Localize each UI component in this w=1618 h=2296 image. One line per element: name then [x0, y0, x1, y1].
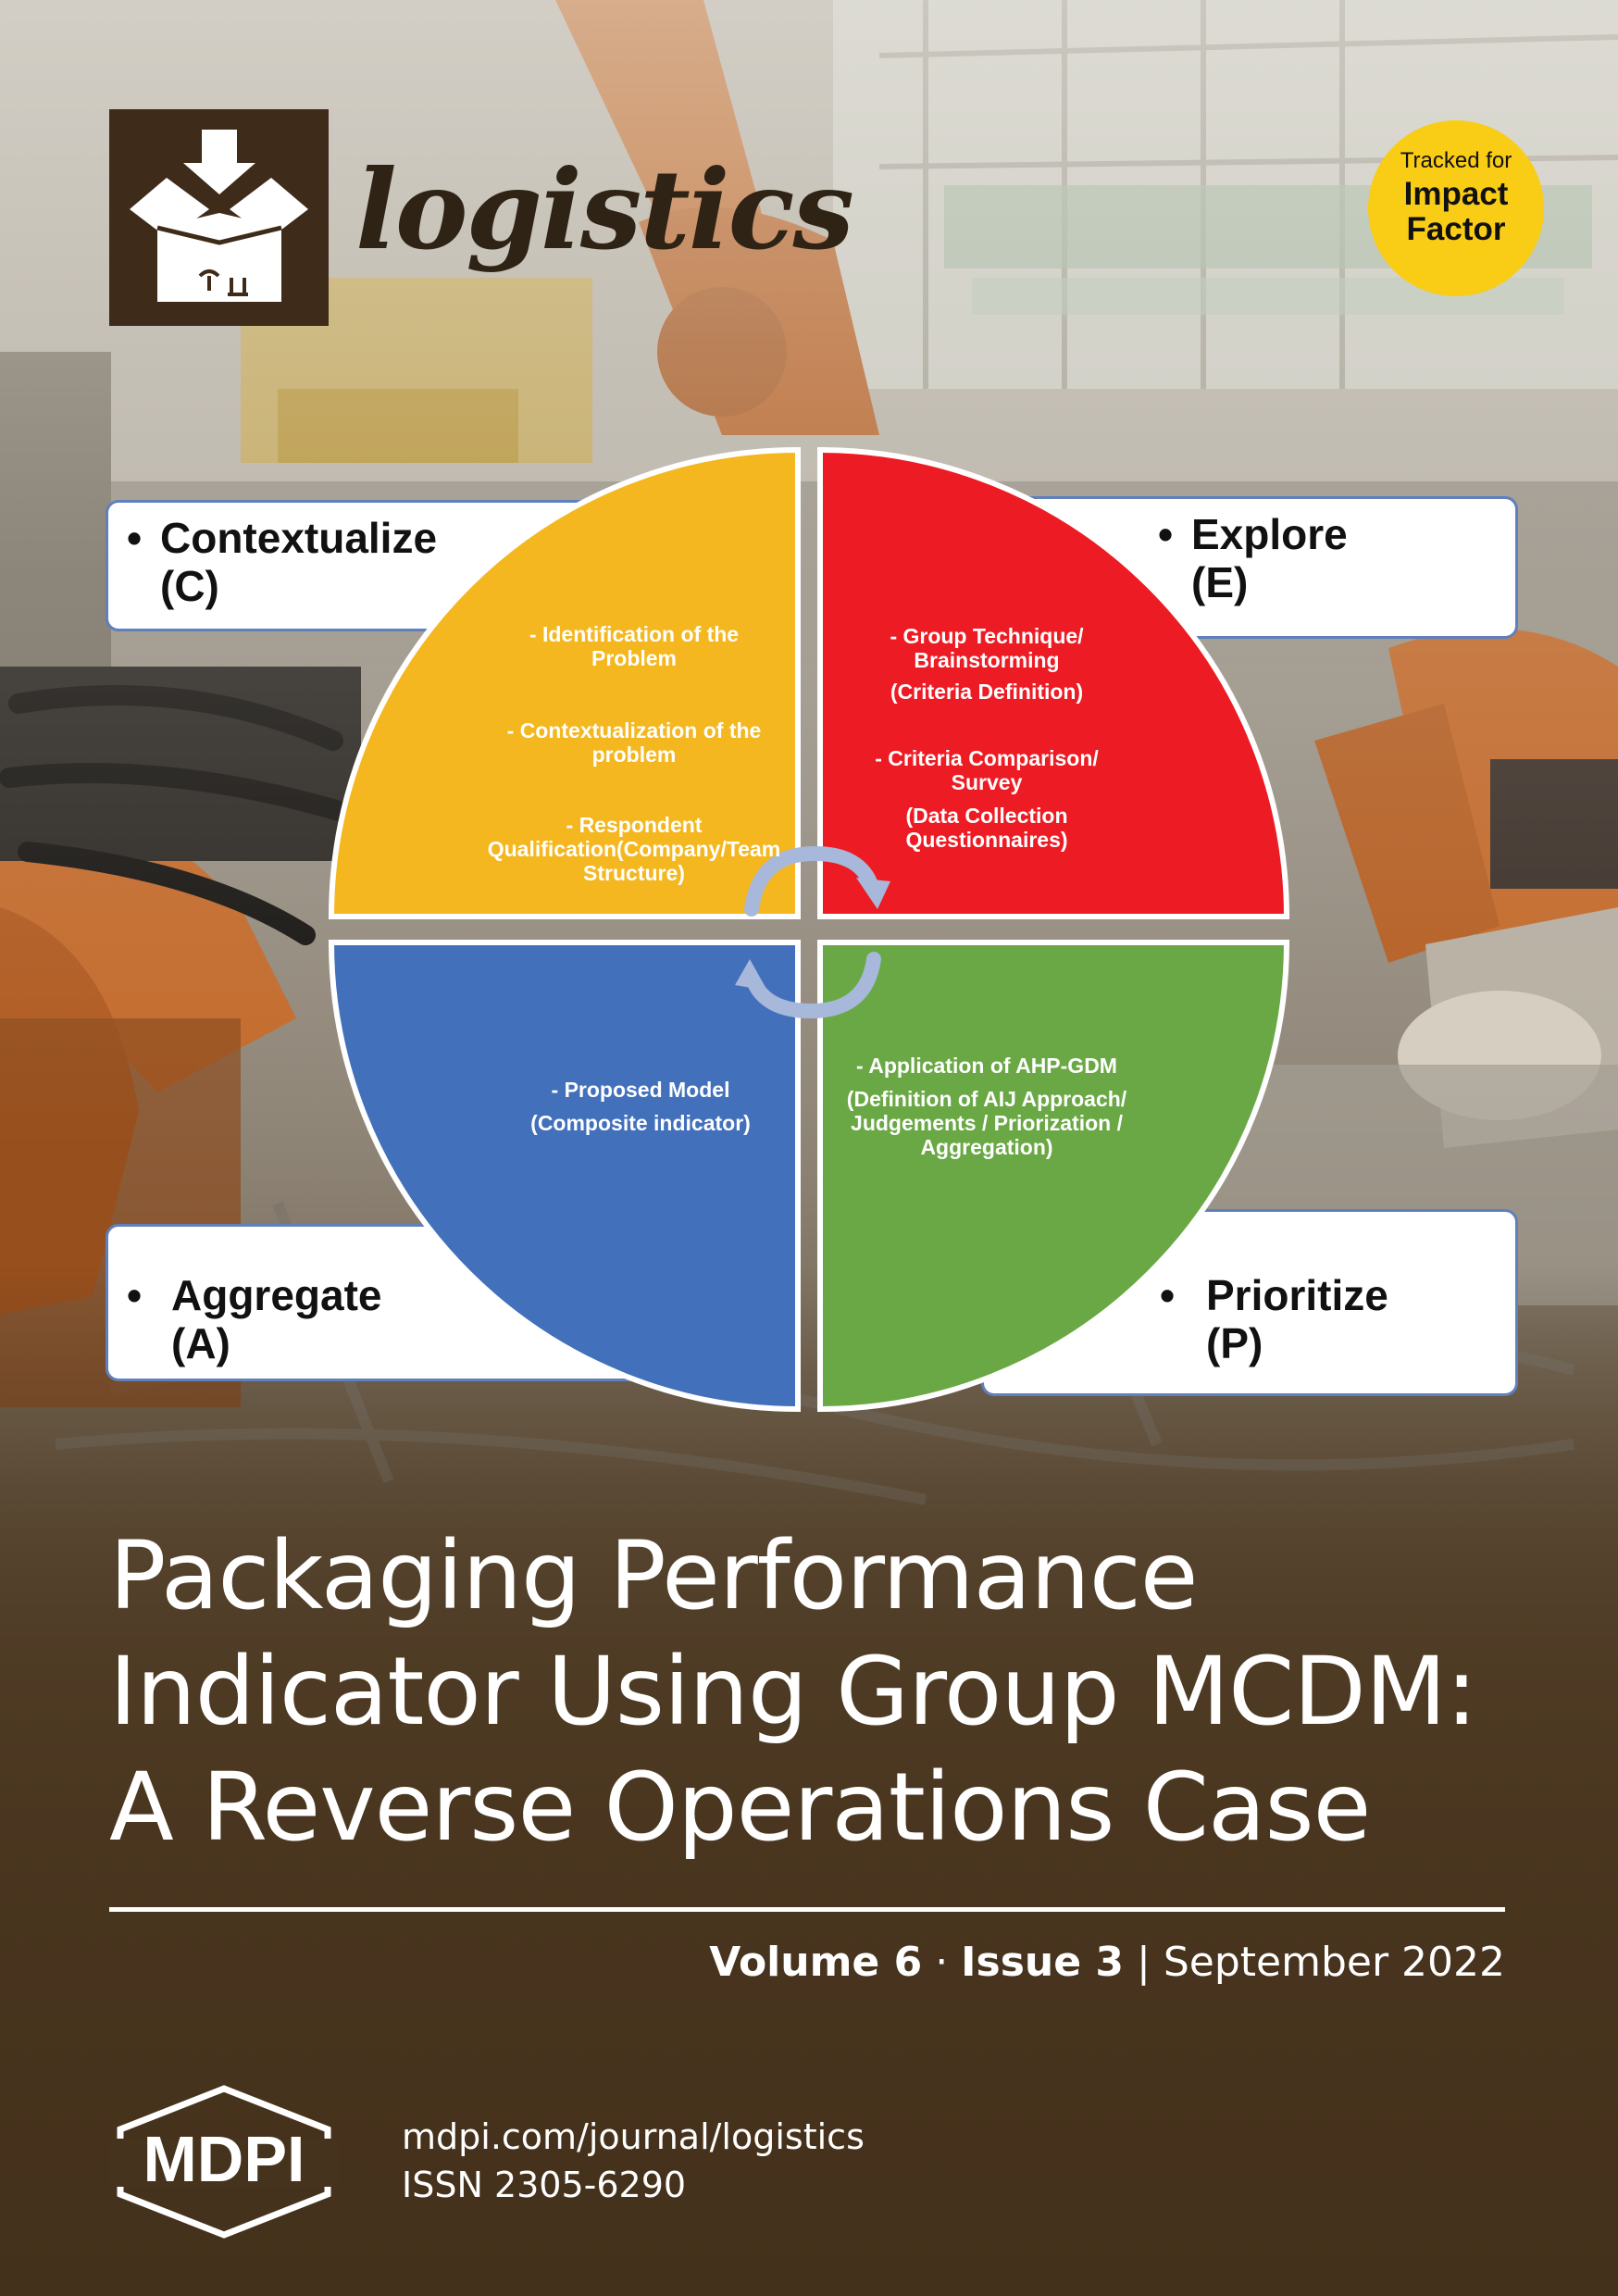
bullet: • [127, 1271, 143, 1319]
label-explore-abbr: (E) [1191, 558, 1249, 606]
issue-date: September 2022 [1163, 1939, 1505, 1986]
title-line-2: Indicator Using Group MCDM: [109, 1637, 1477, 1747]
quadrant-text-line: (Data Collection [905, 804, 1068, 828]
quadrant-text-line: - Proposed Model [551, 1078, 730, 1102]
issue-info: Volume 6 · Issue 3 | September 2022 [709, 1939, 1505, 1986]
separator: · [922, 1939, 962, 1986]
label-aggregate: Aggregate [171, 1271, 382, 1319]
cycle-arrows-icon [744, 845, 881, 1019]
quadrant-prioritize [817, 940, 1290, 1413]
quadrant-text-line: (Composite indicator) [530, 1111, 751, 1135]
quadrant-text-line: - Group Technique/ [890, 624, 1084, 648]
badge-line-1: Tracked for [1400, 148, 1512, 173]
mdpi-logo: MDPI [109, 2085, 339, 2239]
pipe-separator: | [1124, 1939, 1164, 1986]
quadrant-text-line: problem [591, 742, 677, 767]
divider-rule [109, 1907, 1505, 1912]
quadrant-text-line: Survey [951, 770, 1023, 794]
title-line-1: Packaging Performance [109, 1521, 1199, 1631]
bullet: • [127, 514, 143, 562]
box-arrow-icon [130, 130, 308, 302]
label-explore: Explore [1191, 510, 1348, 558]
quadrant-explore [817, 446, 1290, 919]
quadrant-text-line: Structure) [583, 861, 685, 885]
bullet: • [1158, 510, 1174, 558]
label-contextualize: Contextualize [160, 514, 438, 562]
quadrant-text-line: Questionnaires) [905, 828, 1068, 852]
quadrant-text-line: Problem [591, 646, 678, 670]
quadrant-text-line: - Criteria Comparison/ [875, 746, 1099, 770]
quadrant-text-line: - Identification of the [529, 622, 740, 646]
mdpi-logo-text: MDPI [143, 2123, 305, 2195]
footer-text: mdpi.com/journal/logistics ISSN 2305-629… [402, 2113, 865, 2209]
badge-line-2: Impact [1403, 176, 1509, 212]
journal-url[interactable]: mdpi.com/journal/logistics [402, 2116, 865, 2157]
quadrant-contextualize [328, 446, 801, 919]
volume-label: Volume 6 [709, 1939, 923, 1986]
arrow-head-icon [735, 959, 767, 991]
label-prioritize: Prioritize [1206, 1271, 1388, 1319]
journal-name: logistics [355, 145, 854, 274]
arrow-head-icon [856, 878, 890, 909]
badge-line-3: Factor [1406, 211, 1506, 247]
bullet: • [1160, 1271, 1176, 1319]
quadrant-text-line: Judgements / Priorization / [851, 1111, 1123, 1135]
impact-factor-badge: Tracked for Impact Factor [1368, 120, 1544, 296]
issue-label: Issue 3 [961, 1939, 1125, 1986]
quadrant-text-line: (Criteria Definition) [890, 680, 1084, 704]
issn: ISSN 2305-6290 [402, 2165, 687, 2205]
quadrant-text-line: - Respondent [566, 813, 703, 837]
quadrant-text-line: Qualification(Company/Team [487, 837, 781, 861]
label-prioritize-abbr: (P) [1206, 1319, 1263, 1367]
label-aggregate-abbr: (A) [171, 1319, 230, 1367]
label-contextualize-abbr: (C) [160, 562, 219, 610]
quadrant-aggregate [328, 940, 801, 1413]
quadrant-text-line: (Definition of AIJ Approach/ [846, 1087, 1127, 1111]
quadrant-text-line: - Application of AHP-GDM [856, 1054, 1117, 1078]
quadrant-text-line: - Contextualization of the [506, 718, 762, 742]
quadrant-text-line: Brainstorming [914, 648, 1060, 672]
journal-logo-box [109, 109, 329, 326]
title-line-3: A Reverse Operations Case [109, 1753, 1371, 1863]
quadrant-text-line: Aggregation) [920, 1135, 1053, 1159]
article-title: Packaging Performance Indicator Using Gr… [109, 1518, 1553, 1866]
